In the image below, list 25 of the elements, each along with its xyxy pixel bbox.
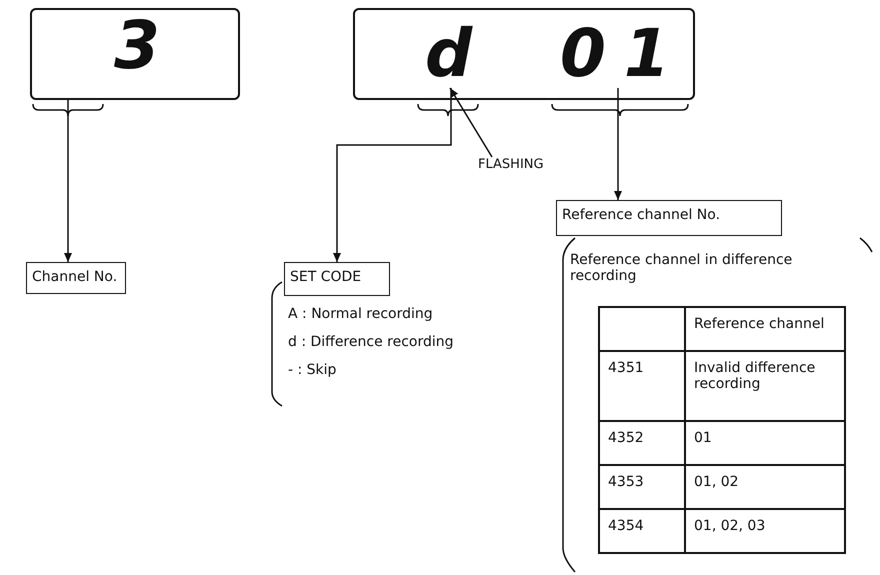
table-cell: Invalid difference recording [685,351,845,421]
table-cell: 4354 [599,509,685,553]
table-cell: 01, 02, 03 [685,509,845,553]
display-digit: d [425,18,481,90]
display-panel: 3 [30,8,240,100]
table-cell: 4351 [599,351,685,421]
table-cell: 4352 [599,421,685,465]
label-box: SET CODE [284,262,390,296]
display-digits: 01 [560,18,680,90]
label-box: Reference channel No. [556,200,782,236]
table-cell: 01, 02 [685,465,845,509]
annotation-text: FLASHING [478,157,568,177]
arrow [614,88,622,200]
code-description: d : Difference recording [288,334,454,350]
code-description: - : Skip [288,362,336,378]
code-description: A : Normal recording [288,306,433,322]
label-box: Channel No. [26,262,126,294]
table-cell: Reference channel [685,307,845,351]
table-cell: 01 [685,421,845,465]
note-text: Reference channel in difference recording [570,252,794,284]
arrow [333,88,452,262]
arrow [64,100,72,262]
arrow [449,88,493,158]
table-cell: 4353 [599,465,685,509]
display-panel [353,8,695,100]
